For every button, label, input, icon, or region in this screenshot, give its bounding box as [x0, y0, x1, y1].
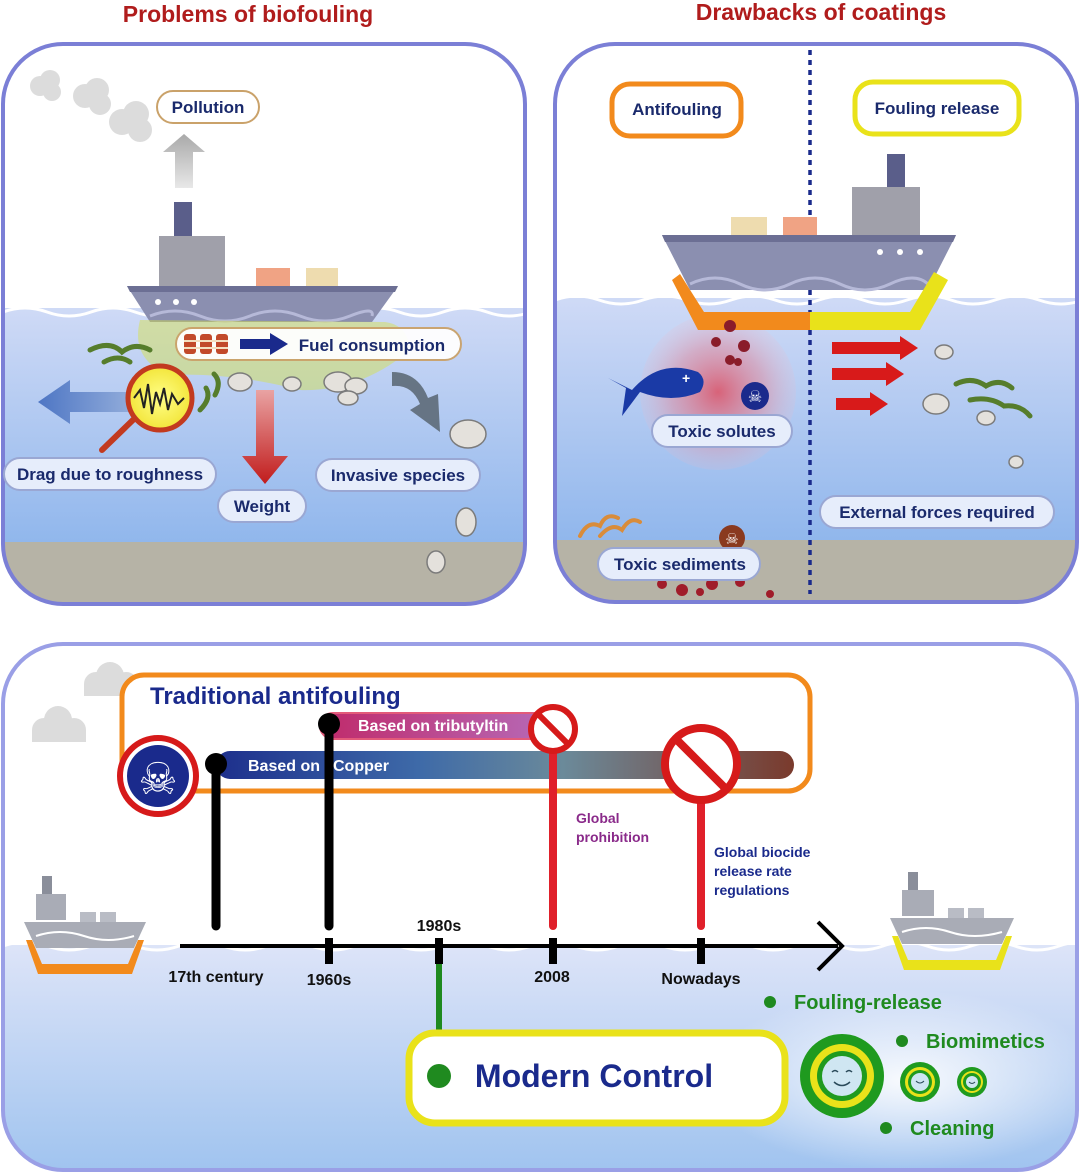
toxic-solutes-label: Toxic solutes [668, 422, 775, 441]
antifouling-coating [672, 274, 810, 330]
tick-1960s: 1960s [307, 972, 352, 989]
modern-control-dot [427, 1064, 451, 1088]
invasive-arrow [392, 372, 440, 432]
fish-icon: + [608, 367, 704, 416]
tributyltin-label: Based on tributyltin [358, 718, 508, 735]
antifouling-label: Antifouling [632, 100, 722, 119]
sediment-skull-icon: ☠ [719, 525, 745, 551]
smoke-clouds [30, 70, 152, 142]
skull-sign-icon: ☠ [117, 735, 199, 817]
prohibition-nowadays-icon [661, 724, 741, 804]
modern-control-label: Modern Control [475, 1058, 713, 1094]
fouling-release-coating [810, 272, 948, 330]
start-1960s-dot [318, 713, 340, 735]
magnifier-icon [99, 363, 195, 453]
svg-text:☠: ☠ [138, 754, 177, 805]
start-17th-dot [205, 753, 227, 775]
external-force-arrows [832, 336, 918, 416]
pollution-label: Pollution [172, 98, 245, 117]
fouling-release-label: Fouling release [875, 99, 1000, 118]
timeline-ship-right [890, 872, 1014, 970]
drag-label: Drag due to roughness [17, 465, 203, 484]
weight-label: Weight [234, 497, 291, 516]
smiley-large-icon [800, 1034, 884, 1118]
timeline-ship-left [24, 876, 146, 974]
drawbacks-panel: Antifouling Fouling release + [553, 42, 1079, 604]
clouds [32, 662, 138, 742]
toxic-sediments-label: Toxic sediments [614, 555, 746, 574]
svg-text:☠: ☠ [725, 530, 738, 548]
skull-icon: ☠ [741, 382, 769, 410]
timeline-panel: Traditional antifouling Based on Copper … [1, 642, 1079, 1172]
problems-title: Problems of biofouling [123, 1, 373, 27]
copper-bar [216, 751, 794, 779]
copper-label-a: Based on [248, 758, 320, 775]
timeline-arrowhead [816, 920, 845, 972]
biocide-3: regulations [714, 882, 790, 898]
prohibition-2008-icon [528, 704, 578, 754]
invasive-label: Invasive species [331, 466, 465, 485]
global-prohibition-1: Global [576, 810, 620, 826]
biomimetics-method: Biomimetics [926, 1031, 1045, 1053]
smiley-small-icon [957, 1067, 987, 1097]
shell-right-3 [976, 410, 996, 426]
fuel-barrels-icon [184, 334, 228, 354]
pollution-arrow [163, 134, 205, 188]
ship-problems [127, 202, 398, 323]
traditional-title: Traditional antifouling [150, 683, 401, 710]
drag-arrow [38, 380, 150, 424]
shell-right-2 [922, 393, 950, 415]
problems-panel: Pollution [1, 42, 527, 606]
svg-text:+: + [682, 370, 690, 386]
shell-drift-2 [455, 507, 477, 537]
sediment-weeds [578, 514, 642, 538]
global-prohibition-2: prohibition [576, 829, 649, 845]
seaweed-left [87, 343, 221, 413]
fouling-release-method: Fouling-release [794, 992, 942, 1014]
copper-label-b: Copper [333, 758, 389, 775]
tick-17th-century: 17th century [168, 969, 263, 986]
biocide-1: Global biocide [714, 844, 811, 860]
shell-right-1 [934, 344, 954, 360]
weight-arrow [242, 390, 288, 484]
external-forces-label: External forces required [839, 503, 1035, 522]
tick-2008: 2008 [534, 969, 570, 986]
biocide-2: release rate [714, 863, 792, 879]
seaweed-right [953, 378, 1033, 419]
svg-text:☠: ☠ [748, 387, 762, 406]
smiley-medium-icon [900, 1062, 940, 1102]
toxic-particles [711, 320, 750, 366]
fuel-label: Fuel consumption [299, 336, 445, 355]
cleaning-method: Cleaning [910, 1118, 994, 1140]
tick-nowadays: Nowadays [661, 971, 740, 988]
ship-drawbacks [662, 154, 956, 292]
drawbacks-title: Drawbacks of coatings [696, 0, 947, 25]
shell-drift-3 [426, 550, 446, 574]
modern-control-box [405, 1029, 789, 1127]
shell-drift-1 [449, 419, 487, 449]
fuel-arrow [240, 333, 288, 355]
shell-cluster-1 [227, 371, 368, 406]
shell-right-4 [1008, 455, 1024, 469]
tick-1980s: 1980s [417, 918, 462, 935]
